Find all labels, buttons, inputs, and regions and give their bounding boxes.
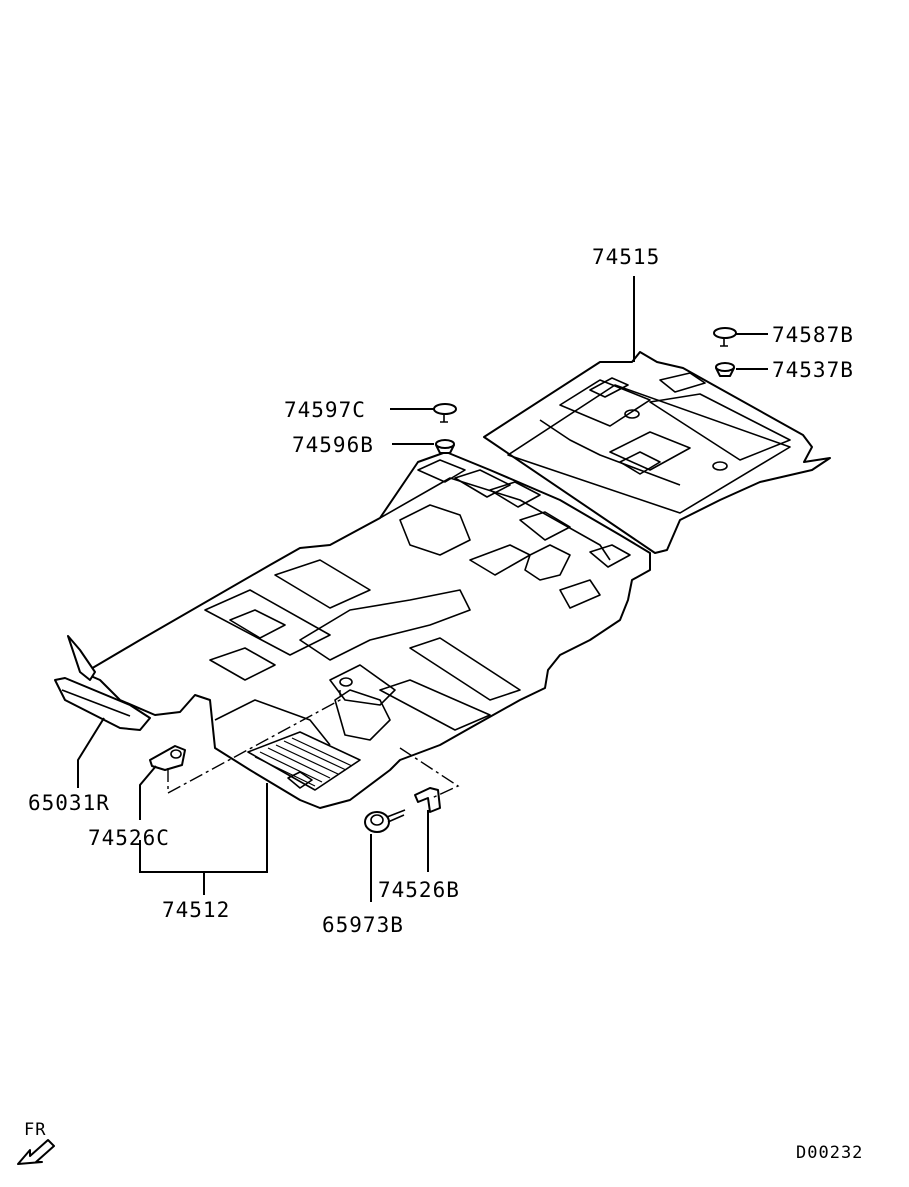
label-74526b: 74526B [378, 878, 460, 902]
front-floor-carpet[interactable] [83, 451, 651, 809]
label-74596b: 74596B [292, 433, 374, 457]
leader-lines [77, 276, 768, 902]
label-74526c: 74526C [88, 826, 170, 850]
bolt-65973b[interactable] [364, 809, 406, 833]
label-74537b: 74537B [772, 358, 854, 382]
bracket-74526b[interactable] [414, 787, 441, 813]
diagram-code: D00232 [796, 1143, 863, 1163]
clip-74597c[interactable] [433, 403, 457, 423]
assembly-dash-lines [167, 690, 460, 799]
label-74597c: 74597C [284, 398, 366, 422]
fr-label: FR [24, 1120, 46, 1140]
front-arrow-icon [17, 1139, 55, 1165]
rear-floor-carpet[interactable] [483, 351, 831, 554]
label-65031r: 65031R [28, 791, 110, 815]
label-74587b: 74587B [772, 323, 854, 347]
label-74515: 74515 [592, 245, 660, 269]
clip-74526c[interactable] [149, 745, 186, 771]
label-65973b: 65973B [322, 913, 404, 937]
clip-74587b[interactable] [713, 327, 737, 347]
clip-74596b[interactable] [435, 439, 455, 454]
front-direction-indicator: FR [17, 1120, 55, 1165]
footrest-hatch [254, 737, 353, 787]
clip-74537b[interactable] [715, 362, 735, 377]
label-74512: 74512 [162, 898, 230, 922]
front-side-trim[interactable] [54, 635, 151, 731]
